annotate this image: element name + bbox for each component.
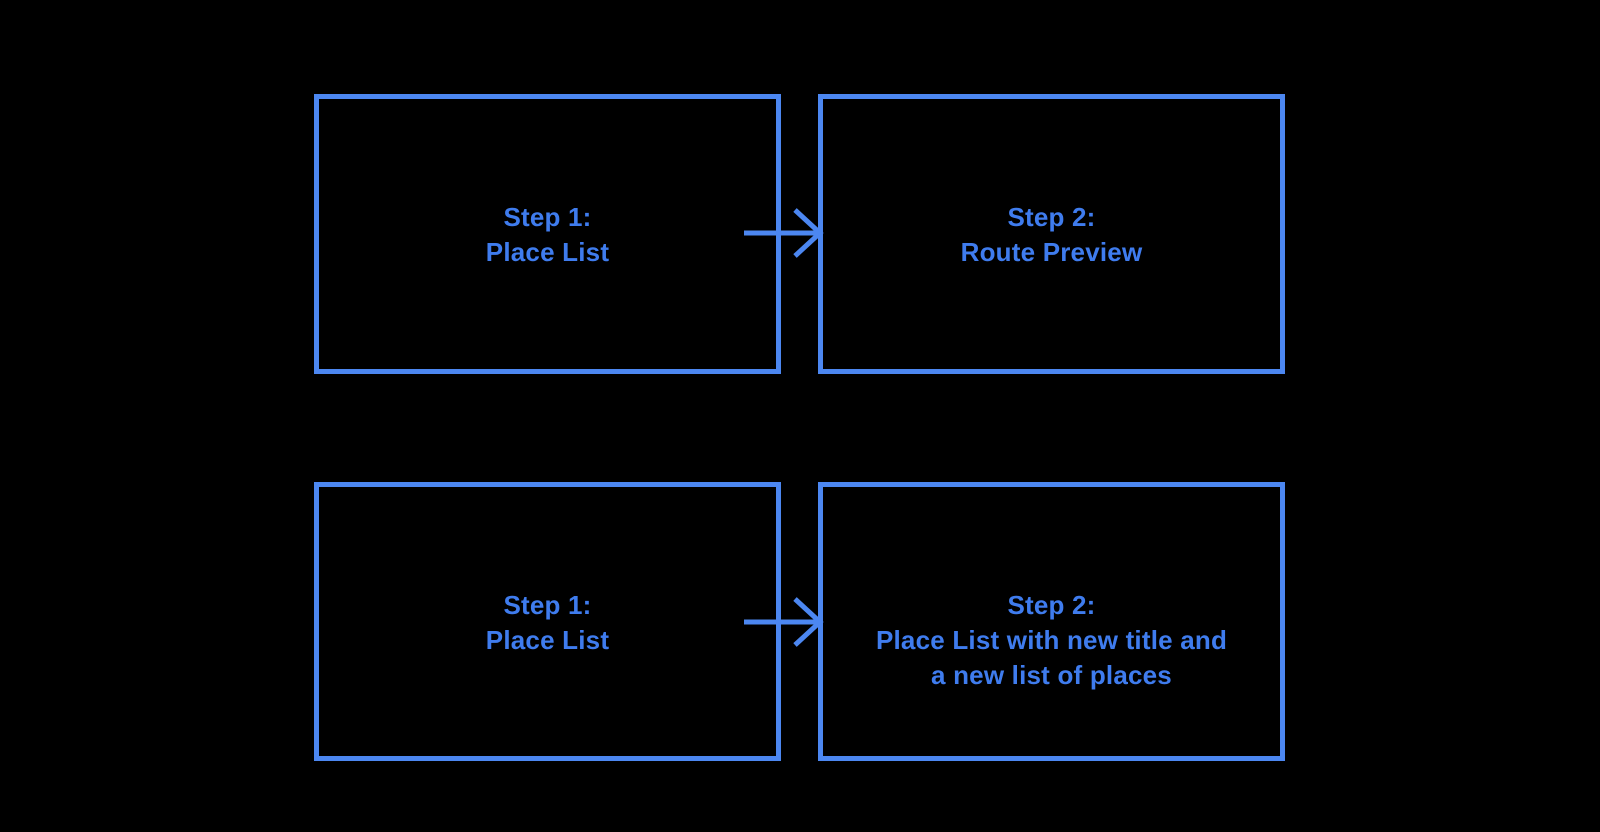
flow-box-label: Step 1: Place List bbox=[319, 588, 776, 658]
flow-box-step1-place-list-row2: Step 1: Place List bbox=[314, 482, 781, 761]
box-label-line1: Step 1: bbox=[503, 202, 592, 232]
box-label-line2: Place List with new title and bbox=[875, 625, 1228, 655]
box-label-line2: Route Preview bbox=[960, 237, 1143, 267]
box-label-line3: a new list of places bbox=[931, 660, 1172, 690]
box-label-line2: Place List bbox=[485, 625, 610, 655]
arrow-right-icon bbox=[736, 203, 826, 263]
box-label-line1: Step 1: bbox=[503, 590, 592, 620]
flow-box-step2-route-preview: Step 2: Route Preview bbox=[818, 94, 1285, 374]
arrow-right-icon bbox=[736, 592, 826, 652]
flow-box-label: Step 2: Place List with new title and a … bbox=[823, 588, 1280, 693]
flow-box-step1-place-list-row1: Step 1: Place List bbox=[314, 94, 781, 374]
flow-box-label: Step 1: Place List bbox=[319, 200, 776, 270]
box-label-line2: Place List bbox=[485, 237, 610, 267]
flow-box-label: Step 2: Route Preview bbox=[823, 200, 1280, 270]
box-label-line1: Step 2: bbox=[1007, 202, 1096, 232]
flow-box-step2-place-list-new-title: Step 2: Place List with new title and a … bbox=[818, 482, 1285, 761]
box-label-line1: Step 2: bbox=[1007, 590, 1096, 620]
